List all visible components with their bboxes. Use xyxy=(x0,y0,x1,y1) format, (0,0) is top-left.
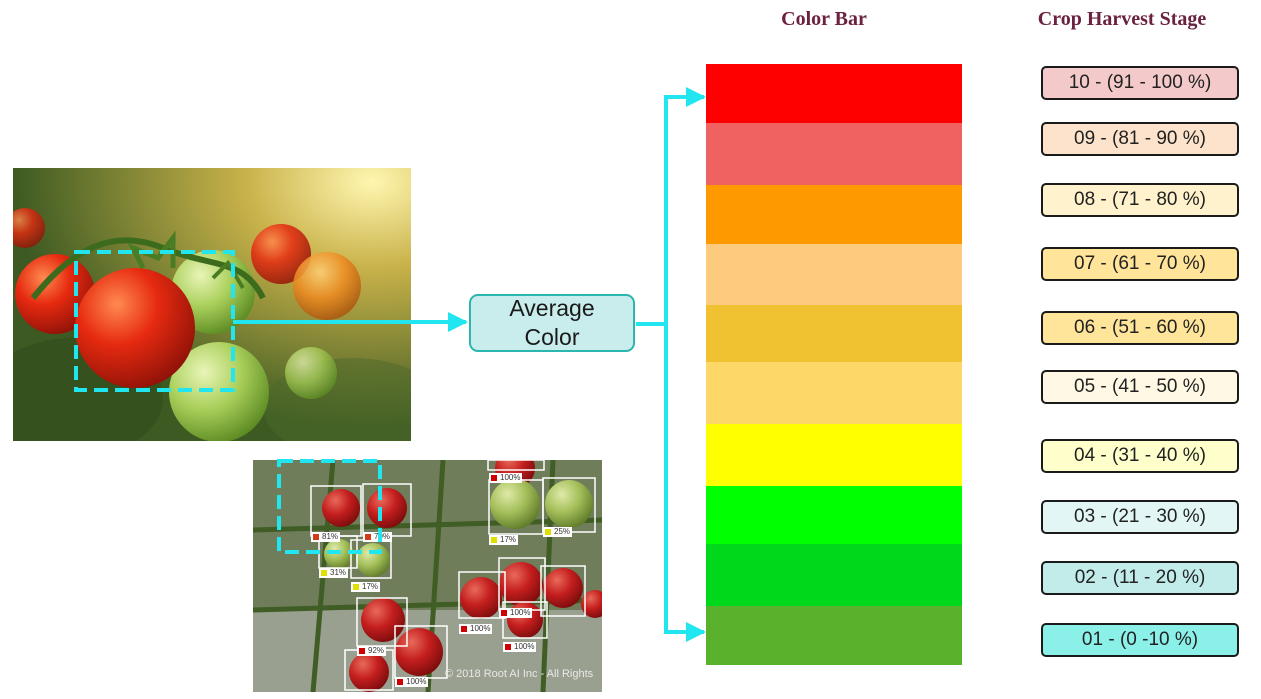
stage-label: 01 - (0 -10 %) xyxy=(1041,623,1239,657)
detection-swatch xyxy=(505,644,511,650)
stage-label: 04 - (31 - 40 %) xyxy=(1041,439,1239,473)
detection-swatch xyxy=(397,679,403,685)
color-bar-segment xyxy=(706,544,962,606)
detection-label: 79% xyxy=(374,532,391,541)
detection-label: 100% xyxy=(514,642,535,651)
stage-label: 02 - (11 - 20 %) xyxy=(1041,561,1239,595)
detection-photo: 81% 79% 31% 17% 100% 17% 25% 100% 100% 1… xyxy=(253,460,602,692)
detection-tag: 17% xyxy=(489,535,519,545)
average-color-line2: Color xyxy=(524,324,580,350)
detection-label: 17% xyxy=(362,582,379,591)
tomato-photo xyxy=(13,168,411,441)
color-bar-heading: Color Bar xyxy=(781,8,867,30)
stage-label: 10 - (91 - 100 %) xyxy=(1041,66,1239,100)
detection-label: 25% xyxy=(554,527,571,536)
average-color-box: Average Color xyxy=(469,294,635,352)
detection-swatch xyxy=(365,534,371,540)
detection-tag: 100% xyxy=(459,624,493,634)
detection-label: 100% xyxy=(500,473,521,482)
detection-label: 100% xyxy=(406,677,427,686)
stage-label: 08 - (71 - 80 %) xyxy=(1041,183,1239,217)
color-bar-segment xyxy=(706,362,962,424)
detection-label: 92% xyxy=(368,646,385,655)
color-bar-segment xyxy=(706,606,962,665)
detection-tag: 31% xyxy=(319,568,349,578)
detection-tag: 100% xyxy=(395,677,429,687)
detection-swatch xyxy=(359,648,365,654)
detection-swatch xyxy=(461,626,467,632)
detection-tag: 17% xyxy=(351,582,381,592)
detection-tag: 100% xyxy=(499,608,533,618)
harvest-stage-heading: Crop Harvest Stage xyxy=(1037,8,1207,30)
average-color-line1: Average xyxy=(509,295,595,321)
stage-label: 06 - (51 - 60 %) xyxy=(1041,311,1239,345)
detection-swatch xyxy=(313,534,319,540)
stage-label: 09 - (81 - 90 %) xyxy=(1041,122,1239,156)
color-bar-segment xyxy=(706,486,962,544)
color-bar-segment xyxy=(706,424,962,486)
detection-tag: 25% xyxy=(543,527,573,537)
detection-swatch xyxy=(321,570,327,576)
stage-label: 03 - (21 - 30 %) xyxy=(1041,500,1239,534)
stage-label: 05 - (41 - 50 %) xyxy=(1041,370,1239,404)
color-bar xyxy=(706,64,962,665)
detection-tag: 100% xyxy=(503,642,537,652)
detection-label: 81% xyxy=(322,532,339,541)
color-bar-segment xyxy=(706,123,962,185)
detection-label: 100% xyxy=(470,624,491,633)
color-bar-segment xyxy=(706,244,962,305)
color-bar-segment xyxy=(706,64,962,123)
detection-tag: 81% xyxy=(311,532,341,542)
color-bar-segment xyxy=(706,185,962,244)
detection-label: 31% xyxy=(330,568,347,577)
detection-tag: 100% xyxy=(489,473,523,483)
detection-swatch xyxy=(545,529,551,535)
stage-label: 07 - (61 - 70 %) xyxy=(1041,247,1239,281)
detection-tag: 92% xyxy=(357,646,387,656)
detection-swatch xyxy=(501,610,507,616)
detection-tag: 79% xyxy=(363,532,393,542)
detection-swatch xyxy=(491,475,497,481)
color-bar-segment xyxy=(706,305,962,362)
watermark: © 2018 Root AI Inc - All Rights xyxy=(445,668,594,680)
detection-swatch xyxy=(491,537,497,543)
detection-label: 100% xyxy=(510,608,531,617)
detection-label: 17% xyxy=(500,535,517,544)
detection-swatch xyxy=(353,584,359,590)
